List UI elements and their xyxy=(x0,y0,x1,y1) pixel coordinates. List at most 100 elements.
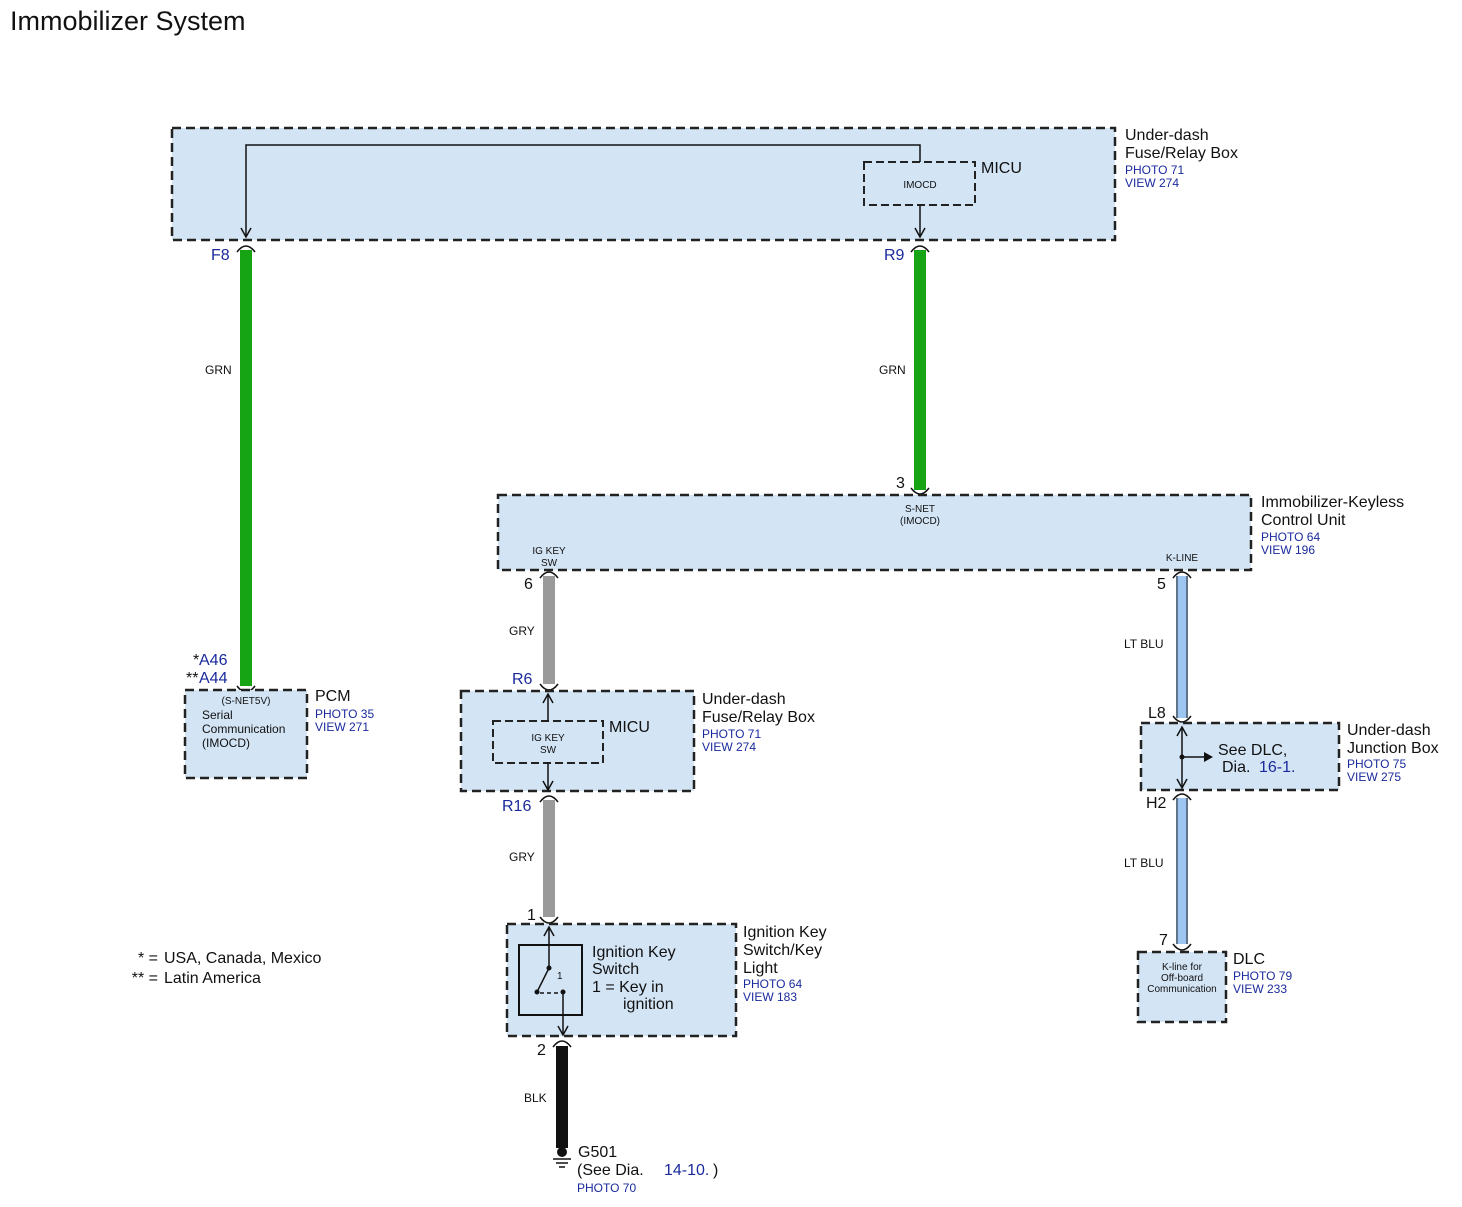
wire-ltblu-upper xyxy=(1176,576,1188,718)
dlc-block: K-line for Off-board Communication xyxy=(1136,950,1228,1024)
fuse-mid-photo-link[interactable]: PHOTO 71 xyxy=(702,727,761,741)
wire-label-gry-lower: GRY xyxy=(509,850,535,864)
pin-a44: A44 xyxy=(199,670,228,687)
legend-mark-1: * = xyxy=(138,950,158,967)
pcm-line-4: (IMOCD) xyxy=(202,736,250,750)
immo-name-2: Control Unit xyxy=(1261,512,1346,529)
wire-gry-upper xyxy=(543,576,555,684)
pin-f8: F8 xyxy=(211,247,230,264)
ignition-name-3: Light xyxy=(743,960,778,977)
pcm-photo-link[interactable]: PHOTO 35 xyxy=(315,707,374,721)
snet-label-2: (IMOCD) xyxy=(900,516,940,527)
pin-3: 3 xyxy=(896,475,905,492)
ignition-name-1: Ignition Key xyxy=(743,924,827,941)
legend-text-2: Latin America xyxy=(164,970,261,987)
dlc-view-link[interactable]: VIEW 233 xyxy=(1233,982,1287,996)
wire-label-grn-right: GRN xyxy=(879,363,906,377)
legend-text-1: USA, Canada, Mexico xyxy=(164,950,322,967)
wire-blk xyxy=(556,1046,568,1148)
pin-r16: R16 xyxy=(502,798,531,815)
fuse-relay-box-mid: IG KEY SW MICU xyxy=(459,689,696,793)
pin-a46: A46 xyxy=(199,652,228,669)
junction-name-1: Under-dash xyxy=(1347,722,1431,739)
ground-name: G501 xyxy=(578,1144,617,1161)
wire-label-grn-left: GRN xyxy=(205,363,232,377)
immo-view-link[interactable]: VIEW 196 xyxy=(1261,543,1315,557)
immo-photo-link[interactable]: PHOTO 64 xyxy=(1261,530,1320,544)
ignition-key-switch-block: 1 Ignition Key Switch 1 = Key in ignitio… xyxy=(505,922,738,1038)
snet-label-1: S-NET xyxy=(905,504,935,515)
pin-6: 6 xyxy=(524,576,533,593)
ground-see-prefix: (See Dia. xyxy=(577,1162,644,1179)
immobilizer-keyless-control-unit: S-NET (IMOCD) IG KEY SW K-LINE xyxy=(496,487,1253,572)
junction-see-prefix: Dia. xyxy=(1222,759,1250,776)
wire-ltblu-lower xyxy=(1176,798,1188,944)
switch-text-2: Switch xyxy=(592,961,639,978)
fuse-relay-box-top: IMOCD MICU xyxy=(170,126,1117,242)
wire-label-ltblu-upper: LT BLU xyxy=(1124,637,1164,651)
immo-name-1: Immobilizer-Keyless xyxy=(1261,494,1404,511)
switch-pos-label: 1 xyxy=(557,971,563,982)
wire-grn-right xyxy=(914,250,926,490)
fuse-mid-view-link[interactable]: VIEW 274 xyxy=(702,740,756,754)
imocd-label: IMOCD xyxy=(903,180,936,191)
mid-micu-label: MICU xyxy=(609,719,650,736)
pcm-block: (S-NET5V) Serial Communication (IMOCD) xyxy=(183,685,309,780)
pin-l8: L8 xyxy=(1148,705,1166,722)
switch-text-1: Ignition Key xyxy=(592,944,676,961)
fuse-mid-name-1: Under-dash xyxy=(702,691,786,708)
wire-label-gry-upper: GRY xyxy=(509,624,535,638)
ignition-photo-link[interactable]: PHOTO 64 xyxy=(743,977,802,991)
page-title: Immobilizer System xyxy=(10,6,246,36)
pin-1: 1 xyxy=(527,907,536,924)
switch-text-4: ignition xyxy=(623,996,674,1013)
ignition-view-link[interactable]: VIEW 183 xyxy=(743,990,797,1004)
ground-symbol xyxy=(553,1147,571,1168)
micu-label: MICU xyxy=(981,160,1022,177)
legend-mark-2: ** = xyxy=(132,970,158,987)
pin-h2: H2 xyxy=(1146,795,1167,812)
dlc-name: DLC xyxy=(1233,951,1265,968)
ignition-switch-symbol xyxy=(518,944,583,1016)
wire-label-blk: BLK xyxy=(524,1091,547,1105)
pin-a44-mark: ** xyxy=(186,670,198,687)
pcm-line-1: (S-NET5V) xyxy=(222,696,271,707)
ignition-name-2: Switch/Key xyxy=(743,942,822,959)
mid-inner-2: SW xyxy=(540,745,557,756)
pin-5: 5 xyxy=(1157,576,1166,593)
fuse-top-photo-link[interactable]: PHOTO 71 xyxy=(1125,163,1184,177)
legend: * = USA, Canada, Mexico ** = Latin Ameri… xyxy=(132,950,322,987)
pin-a46-mark: * xyxy=(193,652,199,669)
pcm-view-link[interactable]: VIEW 271 xyxy=(315,720,369,734)
fuse-top-name-2: Fuse/Relay Box xyxy=(1125,145,1238,162)
pin-7: 7 xyxy=(1159,932,1168,949)
junction-see-ref-link[interactable]: 16-1. xyxy=(1259,759,1295,776)
wire-gry-lower xyxy=(543,800,555,917)
junction-see-1: See DLC, xyxy=(1218,742,1287,759)
dlc-line-3: Communication xyxy=(1147,984,1216,995)
dlc-line-2: Off-board xyxy=(1161,973,1203,984)
kline-label: K-LINE xyxy=(1166,553,1199,564)
junction-photo-link[interactable]: PHOTO 75 xyxy=(1347,757,1406,771)
ground-photo-link[interactable]: PHOTO 70 xyxy=(577,1181,636,1195)
pin-2: 2 xyxy=(537,1042,546,1059)
wire-grn-left xyxy=(240,250,252,686)
fuse-mid-name-2: Fuse/Relay Box xyxy=(702,709,815,726)
pcm-line-3: Communication xyxy=(202,722,285,736)
dlc-line-1: K-line for xyxy=(1162,962,1203,973)
wire-label-ltblu-lower: LT BLU xyxy=(1124,856,1164,870)
dlc-photo-link[interactable]: PHOTO 79 xyxy=(1233,969,1292,983)
mid-inner-1: IG KEY xyxy=(531,733,565,744)
fuse-top-name-1: Under-dash xyxy=(1125,127,1209,144)
junction-box: See DLC, Dia. 16-1. xyxy=(1139,721,1341,792)
pcm-line-2: Serial xyxy=(202,708,233,722)
igkey-label-1: IG KEY xyxy=(532,546,566,557)
pin-r9: R9 xyxy=(884,247,905,264)
junction-view-link[interactable]: VIEW 275 xyxy=(1347,770,1401,784)
ground-see-ref-link[interactable]: 14-10. xyxy=(664,1162,709,1179)
junction-name-2: Junction Box xyxy=(1347,740,1439,757)
pin-r6: R6 xyxy=(512,671,533,688)
ground-see-suffix: ) xyxy=(713,1162,718,1179)
fuse-top-view-link[interactable]: VIEW 274 xyxy=(1125,176,1179,190)
